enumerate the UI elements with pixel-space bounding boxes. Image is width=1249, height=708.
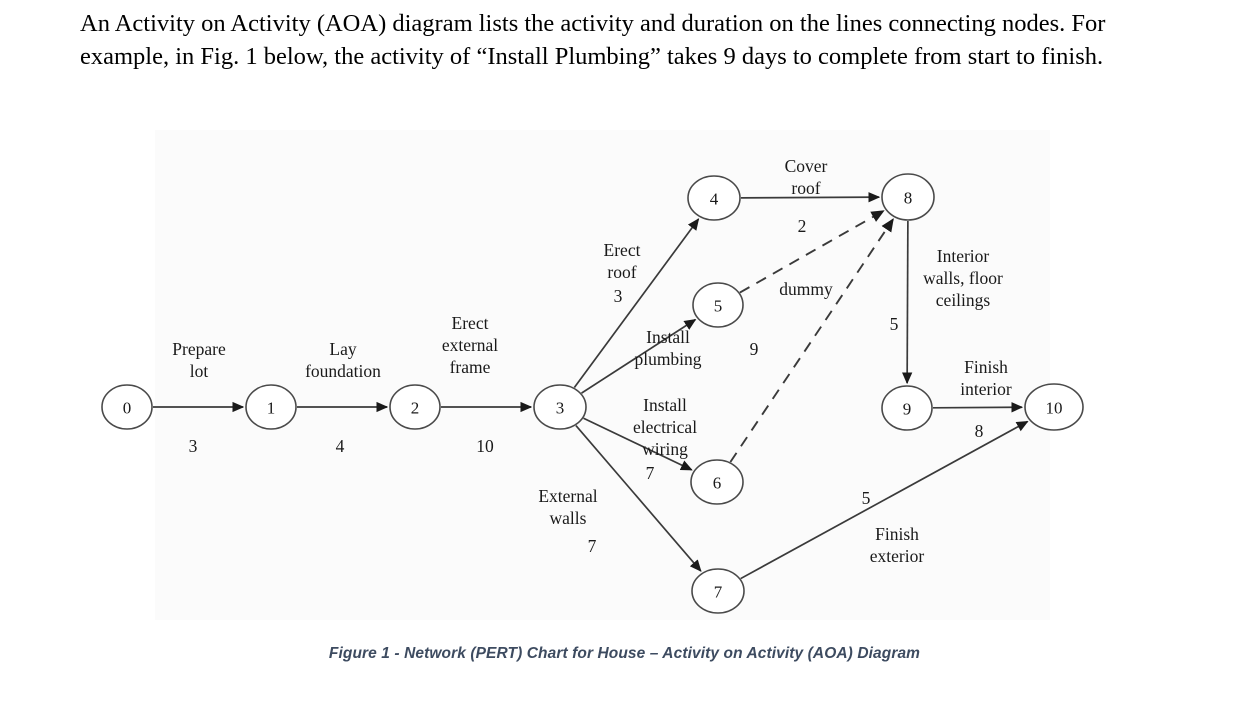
node-label-9: 9 — [903, 400, 912, 419]
duration-label-3-5: 9 — [750, 339, 759, 359]
edge-3-to-4 — [573, 218, 700, 389]
node-label-5: 5 — [714, 297, 723, 316]
node-circle-6 — [690, 459, 744, 505]
edges-layer — [153, 191, 1029, 580]
edge-6-to-8 — [729, 218, 894, 463]
node-2: 2 — [389, 384, 441, 430]
node-4: 4 — [687, 175, 741, 221]
node-circle-3 — [533, 384, 587, 430]
node-circle-10 — [1024, 383, 1084, 431]
duration-label-3-4: 3 — [614, 286, 623, 306]
nodes-layer: 0 1 2 3 4 5 6 7 8 9 10 — [101, 173, 1084, 614]
node-5: 5 — [692, 282, 744, 328]
node-0: 0 — [101, 384, 153, 430]
duration-label-7-10: 5 — [862, 488, 871, 508]
duration-label-3-6: 7 — [646, 463, 655, 483]
figure-caption: Figure 1 - Network (PERT) Chart for Hous… — [328, 645, 921, 662]
duration-label-0-1: 3 — [189, 436, 198, 456]
node-label-4: 4 — [710, 190, 719, 209]
node-label-0: 0 — [123, 399, 132, 418]
edge-4-to-8 — [740, 191, 881, 203]
activity-label-5-8: dummy — [779, 279, 833, 299]
node-label-7: 7 — [714, 583, 723, 602]
node-9: 9 — [881, 385, 933, 431]
node-circle-0 — [101, 384, 153, 430]
node-label-6: 6 — [713, 474, 722, 493]
duration-label-8-9: 5 — [890, 314, 899, 334]
node-circle-2 — [389, 384, 441, 430]
node-circle-7 — [691, 568, 745, 614]
duration-label-3-7: 7 — [588, 536, 597, 556]
edge-9-to-10 — [932, 402, 1024, 413]
edge-3-to-7 — [575, 425, 702, 572]
edge-7-to-10 — [740, 420, 1029, 580]
duration-label-1-2: 4 — [336, 436, 345, 456]
intro-paragraph: An Activity on Activity (AOA) diagram li… — [80, 10, 1106, 70]
node-label-1: 1 — [267, 399, 276, 418]
edge-3-to-5 — [581, 318, 697, 394]
node-7: 7 — [691, 568, 745, 614]
node-circle-5 — [692, 282, 744, 328]
node-label-8: 8 — [904, 189, 913, 208]
edge-5-to-8 — [739, 210, 885, 294]
node-label-2: 2 — [411, 399, 420, 418]
node-10: 10 — [1024, 383, 1084, 431]
edge-8-to-9 — [901, 220, 913, 385]
duration-label-4-8: 2 — [798, 216, 807, 236]
edge-3-to-6 — [583, 417, 693, 471]
node-label-10: 10 — [1046, 399, 1063, 418]
node-6: 6 — [690, 459, 744, 505]
node-circle-4 — [687, 175, 741, 221]
node-3: 3 — [533, 384, 587, 430]
node-8: 8 — [881, 173, 935, 221]
node-circle-9 — [881, 385, 933, 431]
node-label-3: 3 — [556, 399, 565, 418]
node-circle-1 — [245, 384, 297, 430]
duration-label-2-3: 10 — [476, 436, 494, 456]
duration-label-9-10: 8 — [975, 421, 984, 441]
node-circle-8 — [881, 173, 935, 221]
node-1: 1 — [245, 384, 297, 430]
